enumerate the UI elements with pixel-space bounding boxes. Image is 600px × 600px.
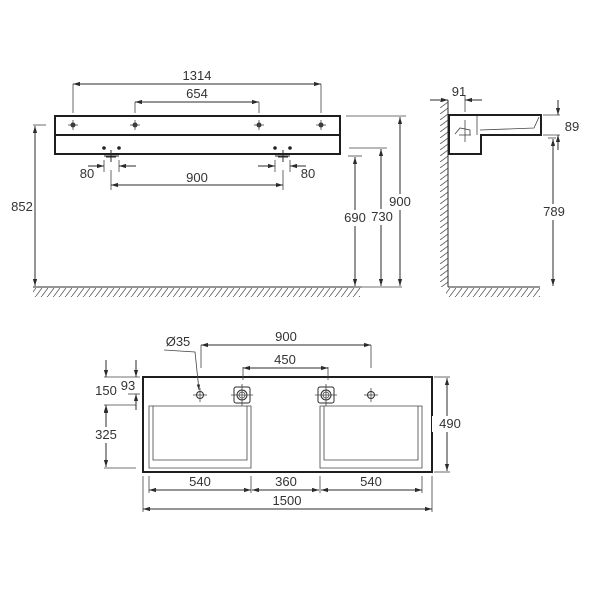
dim-900-height: 900	[389, 194, 411, 209]
dim-540-left: 540	[189, 474, 211, 489]
floor-hatch	[33, 288, 360, 297]
basin-right	[319, 405, 423, 469]
tap-hole-icons	[68, 120, 326, 130]
drain-left-icon	[231, 384, 253, 406]
dim-450: 450	[274, 352, 296, 367]
dim-1500: 1500	[273, 493, 302, 508]
drain-right-icon	[315, 384, 337, 406]
dim-93: 93	[121, 378, 135, 393]
dim-789: 789	[543, 204, 565, 219]
tap-hole-left-icon	[193, 388, 207, 402]
dim-900-taps: 900	[275, 329, 297, 344]
tap-hole-right-icon	[364, 388, 378, 402]
dim-654: 654	[186, 86, 208, 101]
dim-360: 360	[275, 474, 297, 489]
dim-690: 690	[344, 210, 366, 225]
dim-91: 91	[452, 84, 466, 99]
dim-900-drain: 900	[186, 170, 208, 185]
basin-left	[148, 405, 252, 469]
sink-side-profile	[448, 114, 542, 155]
sink-top-outline	[142, 376, 433, 473]
side-floor-hatch	[446, 288, 540, 297]
dim-80-left: 80	[80, 166, 94, 181]
dim-325: 325	[95, 427, 117, 442]
dim-852: 852	[11, 199, 33, 214]
dim-89: 89	[565, 119, 579, 134]
dim-150: 150	[95, 383, 117, 398]
front-view: 1314 654 80 80 900 852 690 7	[11, 68, 414, 297]
side-view: 91 89 789	[430, 84, 579, 297]
dim-diameter-35: Ø35	[166, 334, 191, 349]
dim-490: 490	[439, 416, 461, 431]
top-view: Ø35 900 450 150 93 325 490	[90, 329, 462, 512]
dim-80-right: 80	[301, 166, 315, 181]
drain-icons	[102, 146, 292, 162]
wall-hatch	[440, 100, 448, 287]
dim-730: 730	[371, 209, 393, 224]
dim-1314: 1314	[183, 68, 212, 83]
dim-540-right: 540	[360, 474, 382, 489]
